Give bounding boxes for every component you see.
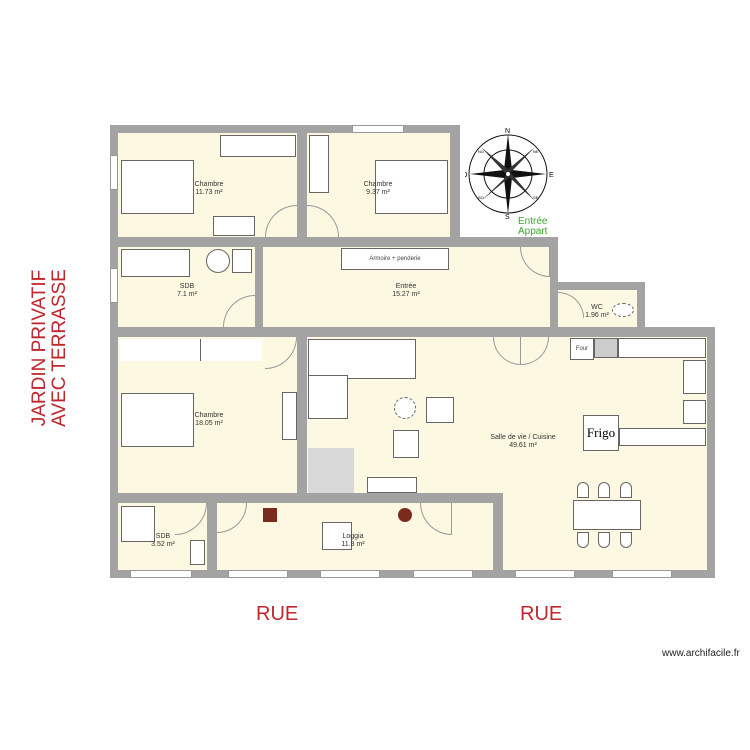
entrance-label-line2: Appart (518, 226, 548, 237)
counter (618, 338, 706, 358)
sofa-chaise (308, 375, 348, 419)
room-area: 49.61 m² (509, 442, 537, 449)
window (612, 570, 672, 578)
garden-label-line1: JARDIN PRIVATIF (29, 269, 50, 427)
street-label-left: RUE (256, 603, 299, 625)
compass-n: N (505, 128, 510, 135)
shower (121, 506, 155, 542)
watermark: www.archifacile.fr (662, 648, 740, 659)
oven-label: Four (575, 346, 589, 352)
garden-label: JARDIN PRIVATIF AVEC TERRASSE (29, 253, 70, 443)
compass-se: SE (533, 195, 539, 200)
sink (190, 540, 205, 565)
window (228, 570, 288, 578)
plant (398, 508, 412, 522)
room-name: Entrée (395, 283, 417, 290)
garden-label-line2: AVEC TERRASSE (49, 269, 70, 427)
window (110, 268, 118, 303)
room-area: 15.27 m² (392, 291, 420, 298)
room-area: 18.05 m² (195, 420, 223, 427)
bed (121, 393, 194, 447)
chair (577, 532, 589, 548)
room-name: SDB (155, 533, 171, 540)
desk (282, 392, 297, 440)
compass-no: NO (478, 149, 484, 154)
room-area: 9.37 m² (366, 189, 390, 196)
chair (598, 532, 610, 548)
room-name: SDB (179, 283, 195, 290)
bed (375, 160, 448, 214)
compass-so: SO (478, 195, 484, 200)
compass-ne: NE (533, 149, 539, 154)
sink (232, 249, 252, 273)
chair (620, 532, 632, 548)
entrance-label: Entrée Appart (518, 217, 547, 237)
room-name: Loggia (342, 533, 364, 540)
compass-rose-icon: N S O E NO NE SO SE (465, 128, 554, 219)
chair (577, 482, 589, 498)
sofa (308, 339, 416, 379)
wardrobe-entree: Armoire + penderie (341, 248, 449, 270)
wardrobe (309, 135, 329, 193)
room-name: Salle de vie / Cuisine (490, 434, 556, 441)
chair (598, 482, 610, 498)
sink (683, 400, 706, 424)
hood (594, 338, 618, 358)
bed (121, 160, 194, 214)
room-area: 11.73 m² (195, 189, 223, 196)
window (515, 570, 575, 578)
bathtub (121, 249, 190, 277)
cooktop (683, 360, 706, 394)
room-name: Chambre (363, 181, 393, 188)
room-area: 3.52 m² (151, 541, 175, 548)
washing-machine (206, 249, 230, 273)
dining-table (573, 500, 641, 530)
wardrobe (120, 339, 200, 361)
wardrobe (220, 135, 296, 157)
desk (213, 216, 255, 236)
counter (619, 428, 706, 446)
street-label-right: RUE (520, 603, 563, 625)
armchair (393, 430, 419, 458)
armchair (426, 397, 454, 423)
entrance-label-line1: Entrée (518, 216, 548, 227)
oven: Four (570, 338, 594, 360)
fireplace (308, 448, 354, 493)
loggia-table (322, 522, 352, 550)
room-area: 1.96 m² (585, 312, 609, 319)
window (413, 570, 473, 578)
window (110, 155, 118, 190)
window (130, 570, 192, 578)
coffee-table (394, 397, 416, 419)
chair (620, 482, 632, 498)
compass-e: E (549, 172, 554, 179)
wardrobe-label: Armoire + penderie (369, 256, 421, 262)
plant (263, 508, 277, 522)
room-name: Chambre (194, 412, 224, 419)
compass-s: S (505, 214, 510, 219)
room-area: 7.1 m² (177, 291, 197, 298)
room-area: 11.8 m² (341, 541, 365, 548)
fridge-label: Frigo (586, 425, 616, 440)
toilet (612, 303, 634, 317)
room-name: Chambre (194, 181, 224, 188)
window (352, 125, 404, 133)
tv-stand (367, 477, 417, 493)
window (320, 570, 380, 578)
room-name: WC (591, 304, 603, 311)
wardrobe (200, 339, 262, 361)
fridge: Frigo (583, 415, 619, 451)
compass-o: O (465, 172, 468, 179)
